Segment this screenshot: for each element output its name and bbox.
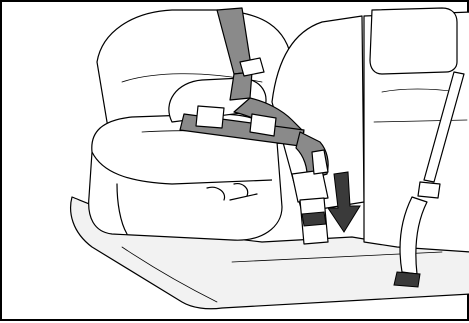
headrest (370, 8, 457, 74)
seat-belt-buckle (292, 170, 328, 244)
shoulder-belt-guide-clip (240, 58, 264, 76)
lap-belt-guide-left (196, 106, 224, 128)
lap-belt-guide-right (250, 114, 276, 136)
